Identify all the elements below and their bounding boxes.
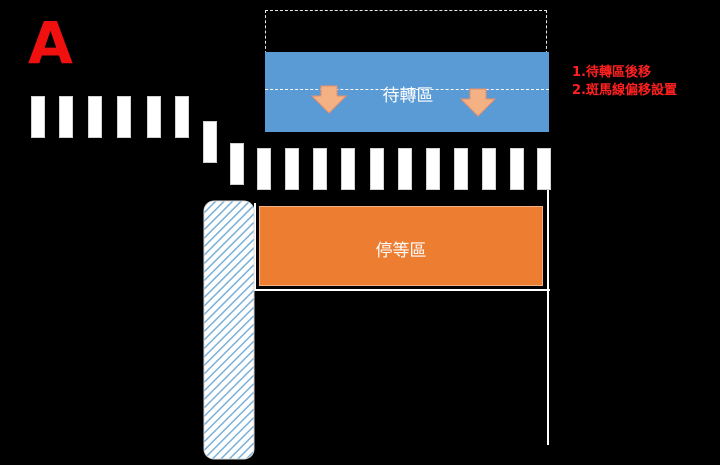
crosswalk-stripe <box>285 148 299 190</box>
note-1: 1.待轉區後移 <box>572 65 651 80</box>
crosswalk-stripe <box>175 96 189 138</box>
down-arrow-icon <box>459 88 497 117</box>
crosswalk-stripe <box>370 148 384 190</box>
crosswalk-stripe <box>482 148 496 190</box>
crosswalk-stripe <box>230 143 244 185</box>
crosswalk-stripe <box>398 148 412 190</box>
notes: 1.待轉區後移 2.斑馬線偏移設置 <box>572 64 677 100</box>
crosswalk-stripe <box>454 148 468 190</box>
crosswalk-stripe <box>59 96 73 138</box>
crosswalk-stripe <box>117 96 131 138</box>
crosswalk-stripe <box>510 148 524 190</box>
lane-line-left <box>254 203 256 291</box>
note-2: 2.斑馬線偏移設置 <box>572 83 677 98</box>
crosswalk-stripe <box>31 96 45 138</box>
waiting-zone-label: 待轉區 <box>382 86 434 106</box>
crosswalk-stripe <box>426 148 440 190</box>
stop-line <box>254 289 550 291</box>
crosswalk-stripe <box>341 148 355 190</box>
stop-zone-label: 停等區 <box>375 241 427 261</box>
crosswalk-stripe <box>147 96 161 138</box>
stop-zone <box>259 206 543 286</box>
crosswalk-stripe <box>537 148 551 190</box>
lane-line-right <box>547 190 549 445</box>
crosswalk-stripe <box>257 148 271 190</box>
panel-label: A <box>28 9 73 77</box>
crosswalk-stripe <box>313 148 327 190</box>
traffic-island <box>203 200 255 460</box>
down-arrow-icon <box>310 85 348 114</box>
waiting-zone-dashed-line <box>265 89 549 90</box>
waiting-zone <box>265 52 549 132</box>
crosswalk-stripe <box>203 121 217 163</box>
crosswalk-stripe <box>88 96 102 138</box>
